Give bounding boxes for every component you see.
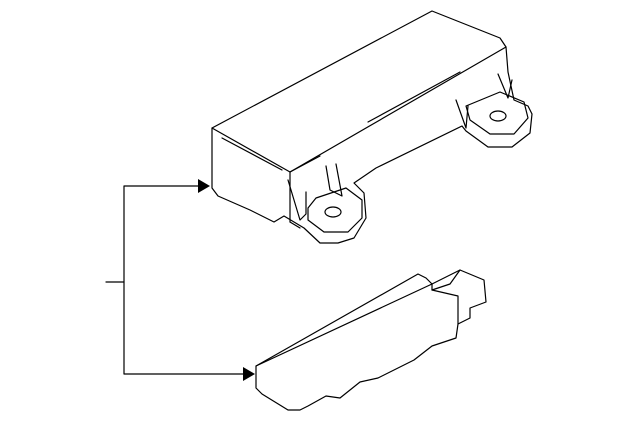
callout-leader xyxy=(105,179,255,381)
module-box-icon xyxy=(211,10,533,244)
leader-line xyxy=(123,185,245,375)
mount-hole-front xyxy=(324,206,342,218)
module-rear-ear xyxy=(465,91,529,135)
arrowhead-lower xyxy=(243,367,255,381)
module-gusset-front-2 xyxy=(325,163,343,197)
mount-hole-rear xyxy=(489,110,507,122)
bracket-plate-icon xyxy=(255,269,487,411)
bracket-tab xyxy=(431,283,459,325)
module-bottom-edge xyxy=(289,221,301,229)
bracket-top-edge xyxy=(255,283,433,367)
module-top-line-2 xyxy=(367,71,461,123)
module-top-line xyxy=(289,155,321,173)
module-gusset-rear-2 xyxy=(497,73,513,99)
module-gusset-rear xyxy=(455,99,469,129)
bracket-plate-outline xyxy=(255,269,487,411)
bracket-tab-2 xyxy=(431,269,461,291)
arrowhead-upper xyxy=(198,179,210,193)
module-front-ear xyxy=(307,187,363,233)
module-gusset-front xyxy=(287,179,307,221)
module-housing-outline xyxy=(211,10,533,244)
module-top-ridge xyxy=(221,137,283,171)
